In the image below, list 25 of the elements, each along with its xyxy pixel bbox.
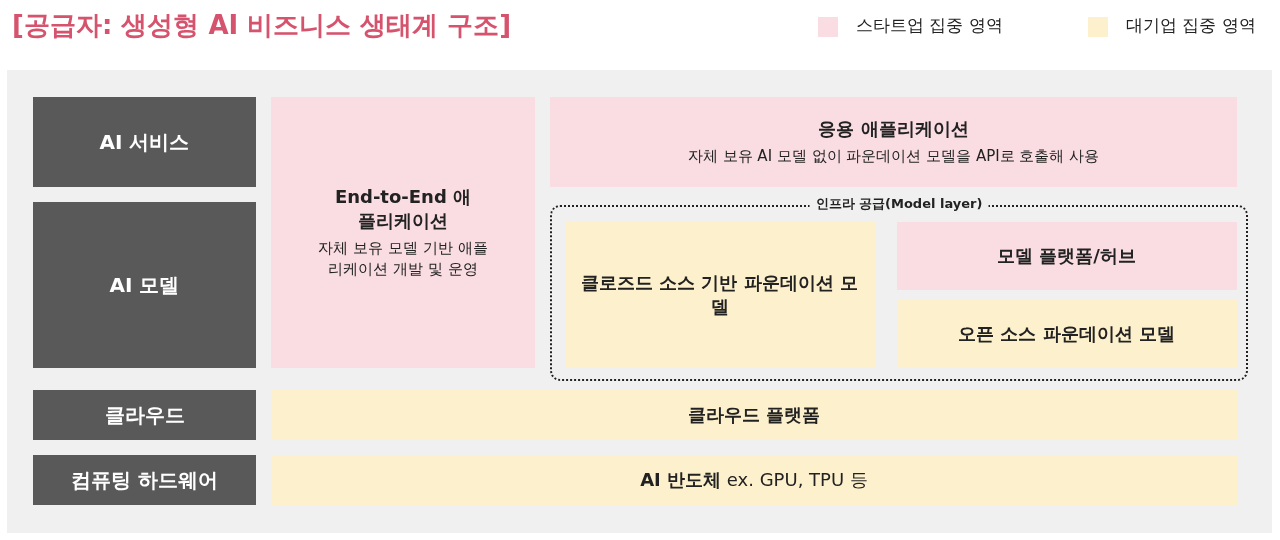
legend-label: 스타트업 집중 영역 <box>856 14 1003 37</box>
category-box <box>271 455 1237 505</box>
layer-label-box <box>33 97 256 187</box>
layer-label: AI 서비스 <box>99 128 190 156</box>
box-description: 자체 보유 모델 기반 애플리케이션 개발 및 운영 <box>318 237 488 280</box>
box-heading: 클라우드 플랫폼 <box>687 403 821 427</box>
box-heading: End-to-End 애플리케이션 <box>333 185 473 232</box>
title: [공급자: 생성형 AI 비즈니스 생태계 구조] <box>12 9 512 42</box>
box-heading: 오픈 소스 파운데이션 모델 <box>958 321 1175 346</box>
layer-label: 컴퓨팅 하드웨어 <box>71 466 218 494</box>
box-description: 자체 보유 AI 모델 없이 파운데이션 모델을 API로 호출해 사용 <box>687 146 1100 168</box>
layer-label-box <box>33 390 256 440</box>
box-heading: 클로즈드 소스 기반 파운데이션 모델 <box>579 271 860 318</box>
layer-label: 클라우드 <box>104 401 185 429</box>
category-box <box>896 299 1237 368</box>
layer-label: AI 모델 <box>109 271 180 299</box>
layer-label-box <box>33 202 256 368</box>
category-box <box>271 390 1237 440</box>
box-heading: AI 반도체 ex. GPU, TPU 등 <box>640 468 868 492</box>
layer-label-box <box>33 455 256 505</box>
category-box <box>564 221 875 368</box>
legend-label: 대기업 집중 영역 <box>1126 14 1256 37</box>
group-label: 인프라 공급(Model layer) <box>809 195 989 213</box>
box-heading: 응용 애플리케이션 <box>818 116 969 141</box>
box-heading: 모델 플랫폼/허브 <box>997 243 1136 268</box>
